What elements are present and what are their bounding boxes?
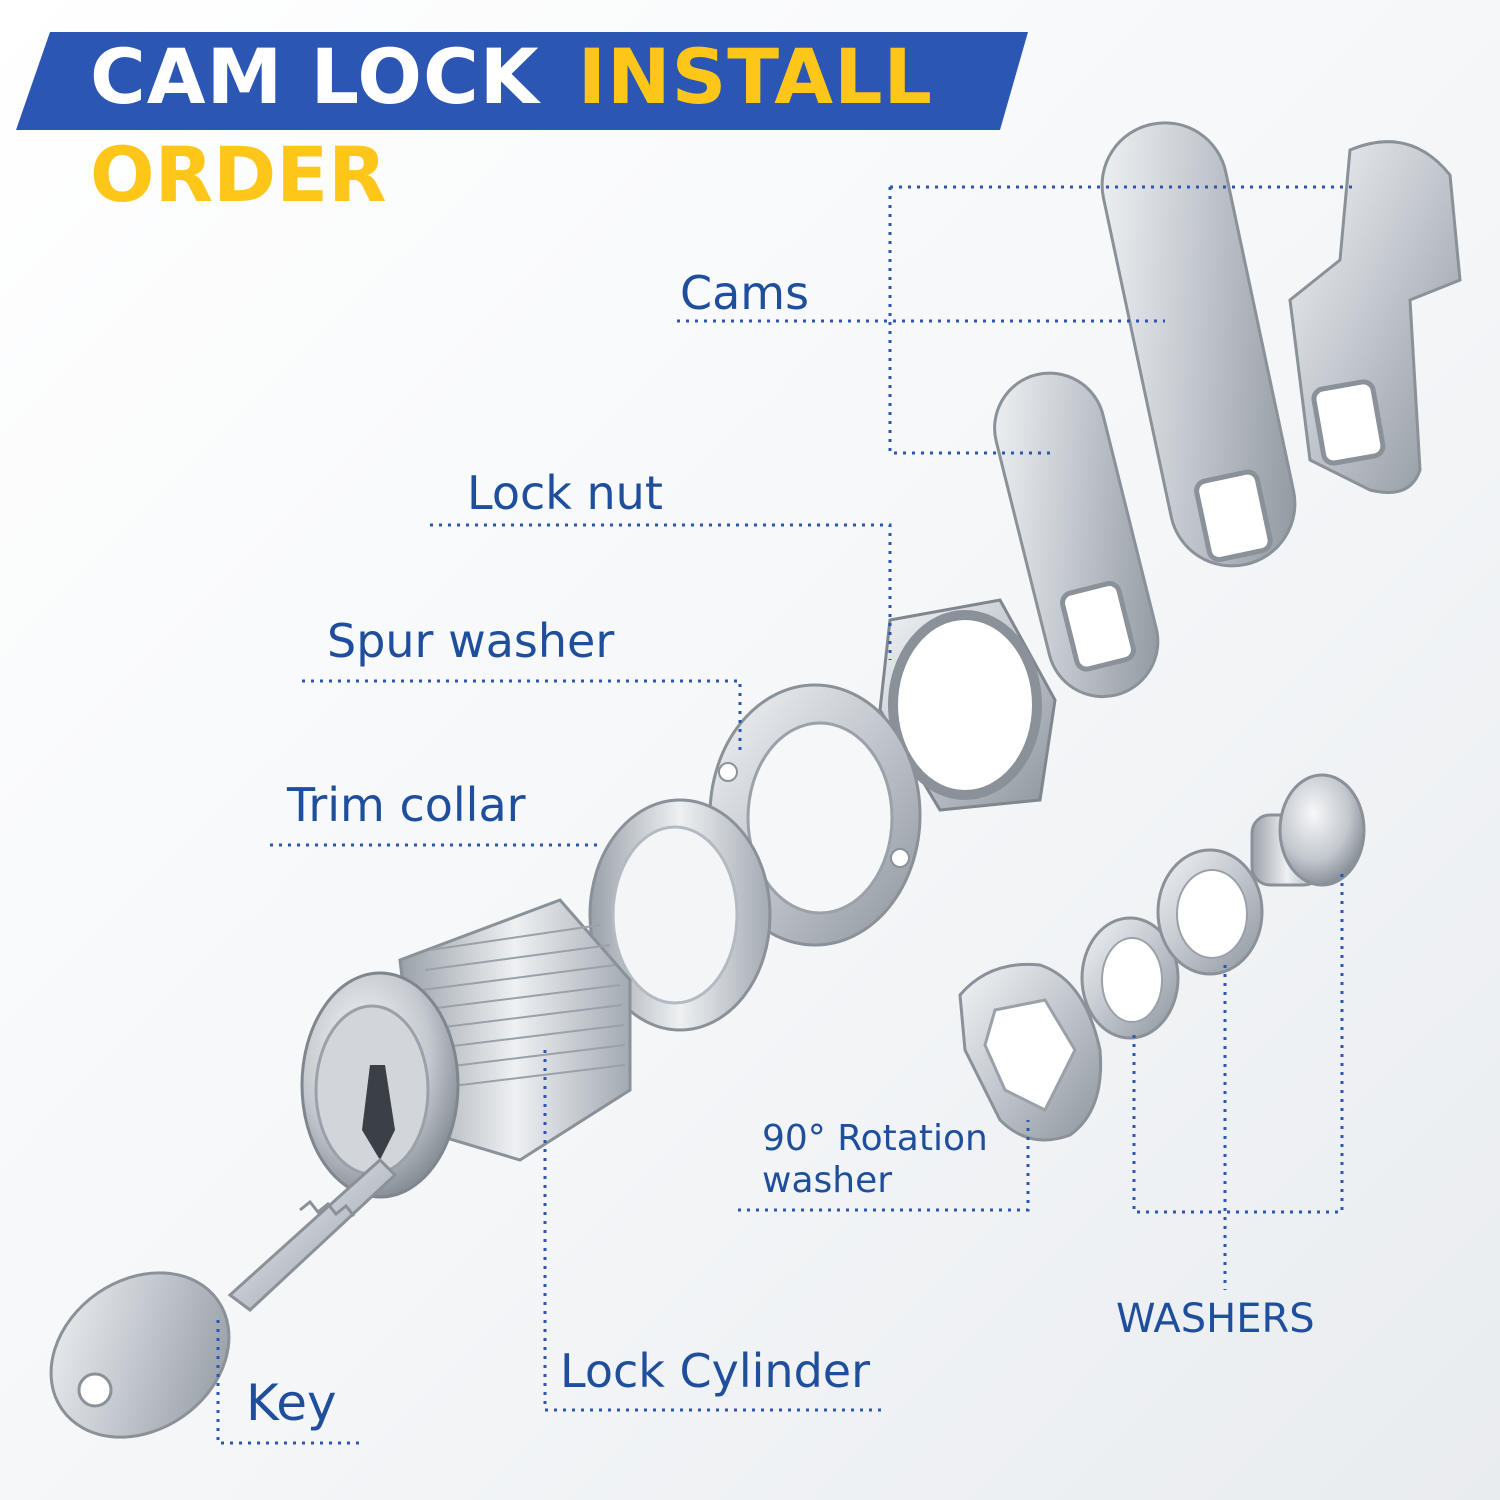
screw [1250, 773, 1366, 887]
rotation-washer [958, 962, 1103, 1142]
label-key: Key [246, 1374, 337, 1432]
label-rotation-washer-line1: 90° Rotation [762, 1118, 988, 1159]
label-rotation-washer-line2: washer [762, 1160, 893, 1201]
split-washer [1156, 848, 1264, 976]
cam-long [1100, 121, 1297, 568]
label-washers: WASHERS [1116, 1296, 1315, 1342]
cam-bent [1288, 140, 1462, 494]
title-cam-lock: CAM LOCK [90, 32, 540, 121]
lock-nut [878, 598, 1057, 812]
leader-spur-washer [302, 679, 742, 752]
lock-cylinder [300, 898, 632, 1199]
leader-lock-cylinder [543, 1050, 885, 1412]
leader-key [216, 1320, 360, 1445]
label-trim-collar: Trim collar [287, 778, 526, 832]
leader-washers-bracket [1132, 870, 1344, 1214]
title-install: INSTALL [577, 32, 933, 121]
title-line-1: CAM LOCK INSTALL [90, 32, 933, 122]
label-lock-cylinder: Lock Cylinder [560, 1344, 870, 1398]
label-cams: Cams [680, 266, 810, 320]
title-order: ORDER [90, 130, 387, 219]
leader-rotation-washer [738, 1120, 1030, 1212]
cam-short [993, 371, 1160, 699]
label-spur-washer: Spur washer [327, 614, 615, 668]
trim-collar [588, 798, 772, 1032]
leader-lock-nut [430, 523, 892, 660]
tooth-washer [1080, 916, 1180, 1040]
label-lock-nut: Lock nut [467, 466, 663, 520]
leader-lines [216, 185, 1355, 1445]
key [49, 1157, 398, 1439]
